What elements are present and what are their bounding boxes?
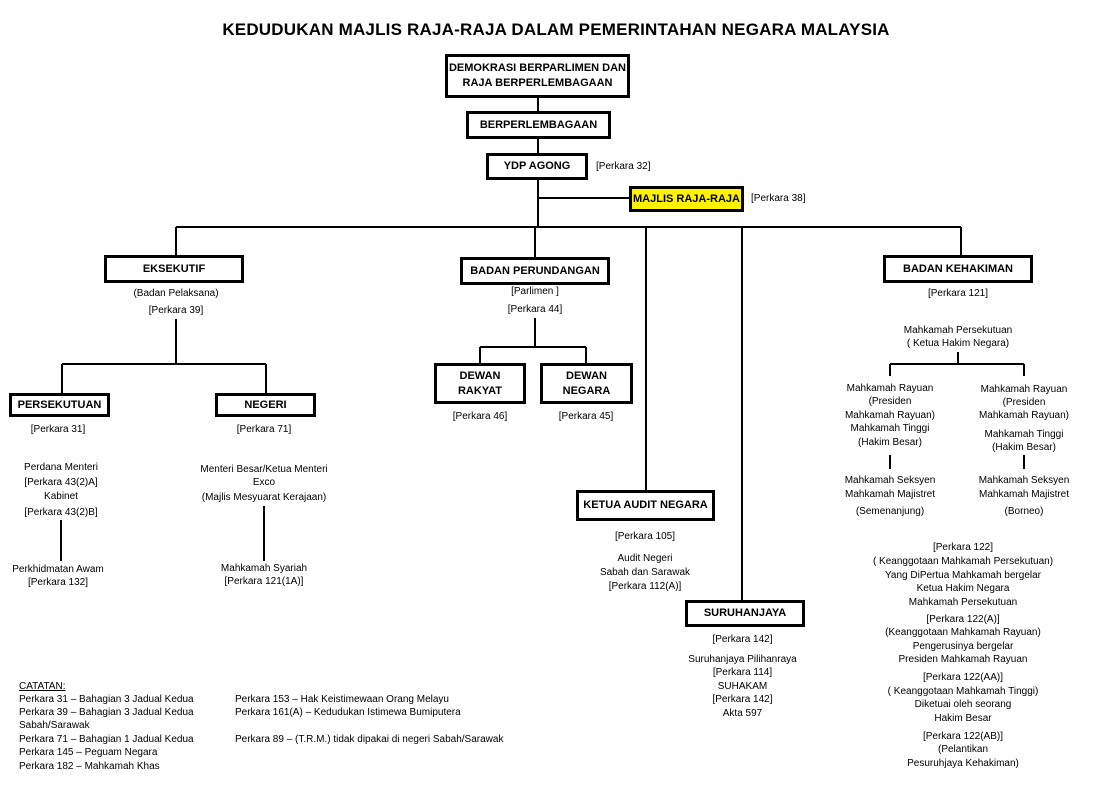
persekutuan-label-6: Perkhidmatan Awam [12,564,104,575]
mahkamah-seksyen-right-2: Mahkamah Majistret [978,489,1070,500]
ydp-ref: [Perkara 32] [596,161,651,172]
box-majlis-raja-raja: MAJLIS RAJA-RAJA [629,186,744,212]
box-ketua-audit-negara: KETUA AUDIT NEGARA [576,490,715,521]
suruhanjaya-label-5: [Perkara 142] [712,694,773,705]
catatan-right-item: Perkara 89 – (T.R.M.) tidak dipakai di n… [235,734,504,745]
perkara-122aa-3: Diketuai oleh seorang [914,699,1012,710]
mahkamah-rayuan-left-2: (Presiden [868,396,912,407]
box-dewan-negara-line1: DEWAN [566,369,607,382]
mahkamah-seksyen-left-3: (Semenanjung) [855,506,925,517]
kehakiman-label-2: Mahkamah Persekutuan [903,325,1013,336]
eksekutif-label-2: [Perkara 39] [148,305,204,316]
box-badan-perundangan: BADAN PERUNDANGAN [460,257,610,285]
catatan-right-item: Perkara 153 – Hak Keistimewaan Orang Mel… [235,694,449,705]
suruhanjaya-label-6: Akta 597 [722,708,763,719]
box-negeri: NEGERI [215,393,316,417]
persekutuan-label-3: [Perkara 43(2)A] [24,477,98,488]
catatan-left-item: Perkara 31 – Bahagian 3 Jadual Kedua [19,694,194,705]
persekutuan-label-7: [Perkara 132] [27,577,89,588]
perkara-122ab-1: [Perkara 122(AB)] [922,731,1004,742]
mahkamah-rayuan-left-5: (Hakim Besar) [858,437,922,448]
box-dewan-rakyat: DEWAN RAKYAT [434,363,526,404]
audit-label-2: Audit Negeri [617,553,673,564]
negeri-label-4: (Majlis Mesyuarat Kerajaan) [201,492,327,503]
mahkamah-rayuan-right-4: Mahkamah Tinggi [984,429,1064,440]
catatan-left-item: Perkara 39 – Bahagian 3 Jadual Kedua [19,707,194,718]
mahkamah-rayuan-right-2: (Presiden [1002,397,1046,408]
catatan-left-item: Perkara 145 – Peguam Negara [19,747,158,758]
box-demokrasi-line1: DEMOKRASI BERPARLIMEN DAN [448,62,627,74]
dewan-negara-ref: [Perkara 45] [558,411,614,422]
persekutuan-label-1: [Perkara 31] [30,424,86,435]
majlis-ref: [Perkara 38] [751,193,806,204]
mahkamah-rayuan-left-4: Mahkamah Tinggi [850,423,930,434]
persekutuan-label-2: Perdana Menteri [24,462,98,473]
mahkamah-rayuan-left-3: Mahkamah Rayuan) [844,410,936,421]
mahkamah-rayuan-left-1: Mahkamah Rayuan [846,383,934,394]
box-suruhanjaya: SURUHANJAYA [685,600,805,627]
perkara-122aa-4: Hakim Besar [934,713,992,724]
perundangan-label-1: [Parlimen ] [511,286,559,297]
box-demokrasi: DEMOKRASI BERPARLIMEN DAN RAJA BERPERLEM… [445,54,630,98]
negeri-label-2: Menteri Besar/Ketua Menteri [200,464,328,475]
perkara-122a-2: (Keanggotaan Mahkamah Rayuan) [885,627,1041,638]
negeri-label-3: Exco [252,477,276,488]
audit-label-3: Sabah dan Sarawak [599,567,691,578]
suruhanjaya-label-2: Suruhanjaya Pilihanraya [688,654,797,665]
catatan-left-item: Perkara 71 – Bahagian 1 Jadual Kedua [19,734,194,745]
mahkamah-seksyen-right-3: (Borneo) [1004,506,1044,517]
perkara-122-1: [Perkara 122] [932,542,994,553]
perkara-122a-1: [Perkara 122(A)] [926,614,1000,625]
dewan-rakyat-ref: [Perkara 46] [452,411,508,422]
perkara-122aa-1: [Perkara 122(AA)] [922,672,1004,683]
box-dewan-negara-line2: NEGARA [562,384,611,397]
catatan-right-item: Perkara 161(A) – Kedudukan Istimewa Bumi… [235,707,461,718]
page-title: KEDUDUKAN MAJLIS RAJA-RAJA DALAM PEMERIN… [222,20,890,39]
perkara-122a-3: Pengerusinya bergelar [912,641,1014,652]
negeri-label-5: Mahkamah Syariah [220,563,308,574]
box-dewan-rakyat-line2: RAKYAT [457,384,502,397]
mahkamah-seksyen-right-1: Mahkamah Seksyen [978,475,1070,486]
catatan-left-item: Perkara 182 – Mahkamah Khas [19,761,160,772]
perkara-122a-4: Presiden Mahkamah Rayuan [898,654,1028,665]
perkara-122-5: Mahkamah Persekutuan [908,597,1018,608]
suruhanjaya-label-3: [Perkara 114] [712,667,773,678]
perkara-122-2: ( Keanggotaan Mahkamah Persekutuan) [872,556,1054,567]
perundangan-label-2: [Perkara 44] [507,304,563,315]
persekutuan-label-5: [Perkara 43(2)B] [24,507,98,518]
perkara-122aa-2: ( Keanggotaan Mahkamah Tinggi) [887,686,1039,697]
box-berperlembagaan: BERPERLEMBAGAAN [466,111,611,139]
eksekutif-label-1: (Badan Pelaksana) [133,288,219,299]
mahkamah-rayuan-right-5: (Hakim Besar) [992,442,1056,453]
perkara-122-3: Yang DiPertua Mahkamah bergelar [884,570,1041,581]
box-demokrasi-line2: RAJA BERPERLEMBAGAAN [462,77,613,89]
negeri-label-6: [Perkara 121(1A)] [224,576,304,587]
suruhanjaya-label-4: SUHAKAM [717,681,768,692]
box-persekutuan: PERSEKUTUAN [9,393,110,417]
mahkamah-seksyen-left-1: Mahkamah Seksyen [844,475,936,486]
kehakiman-label-3: ( Ketua Hakim Negara) [906,338,1010,349]
kehakiman-label-1: [Perkara 121] [927,288,989,299]
box-eksekutif: EKSEKUTIF [104,255,244,283]
persekutuan-label-4: Kabinet [44,491,78,502]
suruhanjaya-label-1: [Perkara 142] [712,634,773,645]
negeri-label-1: [Perkara 71] [236,424,292,435]
box-badan-kehakiman: BADAN KEHAKIMAN [883,255,1033,283]
box-ydp-agong: YDP AGONG [486,153,588,180]
box-dewan-rakyat-line1: DEWAN [459,369,501,382]
audit-label-1: [Perkara 105] [614,531,676,542]
mahkamah-rayuan-right-1: Mahkamah Rayuan [980,384,1068,395]
perkara-122ab-3: Pesuruhjaya Kehakiman) [907,758,1019,769]
mahkamah-rayuan-right-3: Mahkamah Rayuan) [978,410,1070,421]
audit-label-4: [Perkara 112(A)] [608,581,682,592]
box-dewan-negara: DEWAN NEGARA [540,363,633,404]
catatan-heading: CATATAN: [19,681,66,692]
mahkamah-seksyen-left-2: Mahkamah Majistret [844,489,936,500]
perkara-122-4: Ketua Hakim Negara [916,583,1010,594]
catatan-left-item: Sabah/Sarawak [19,720,90,731]
perkara-122ab-2: (Pelantikan [937,744,989,755]
